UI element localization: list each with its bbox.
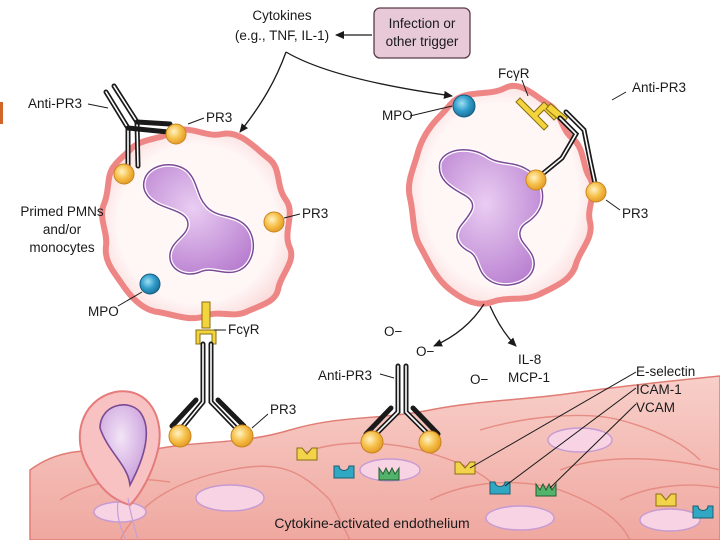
- fcgr-right-label: FcγR: [498, 66, 530, 81]
- anti-pr3-antibody-left: [103, 83, 173, 169]
- slide-accent-bar: [0, 102, 3, 124]
- pr3-dot: [585, 181, 607, 203]
- pr3-dot: [525, 169, 547, 191]
- o-minus-label-3: O−: [470, 372, 489, 387]
- trigger-label-line2: other trigger: [386, 34, 459, 49]
- mcp1-label: MCP-1: [508, 370, 550, 385]
- arrow-to-o-minus: [433, 303, 485, 347]
- arrow-cytokines-to-left-cell: [239, 51, 287, 133]
- anti-pr3-left-label: Anti-PR3: [28, 96, 82, 111]
- adhesion-molecules: [296, 447, 714, 519]
- anti-pr3-center-label: Anti-PR3: [318, 368, 372, 383]
- pr3-dot: [113, 163, 135, 185]
- o-minus-label-2: O−: [416, 344, 435, 359]
- pr3-dot: [263, 211, 285, 233]
- anti-pr3-antibody-bottom: [169, 341, 247, 433]
- mpo-left-label: MPO: [88, 304, 119, 319]
- mpo-right-label: MPO: [382, 108, 413, 123]
- e-selectin-label: E-selectin: [636, 364, 695, 379]
- fcgr-left-label: FcγR: [228, 322, 260, 337]
- activated-pmn-cell: [406, 83, 596, 307]
- arrow-cytokines-to-right-cell: [285, 51, 453, 99]
- primed-cells-label-line3: monocytes: [29, 240, 95, 255]
- pr3-dot: [360, 430, 384, 454]
- mpo-granules: [139, 94, 476, 295]
- endothelium-caption: Cytokine-activated endothelium: [274, 515, 469, 531]
- pr3-dot: [418, 430, 442, 454]
- arrow-to-il8: [489, 305, 517, 347]
- il8-label: IL-8: [518, 352, 541, 367]
- primed-pmn-cell: [99, 126, 295, 322]
- primed-cells-label-line2: and/or: [43, 222, 82, 237]
- trigger-label-line1: Infection or: [389, 16, 456, 31]
- anti-pr3-antibody-center: [363, 363, 441, 441]
- primed-cells-label-line1: Primed PMNs: [20, 204, 104, 219]
- icam1-label: ICAM-1: [636, 382, 682, 397]
- o-minus-label-1: O−: [384, 324, 403, 339]
- anti-pr3-antibody-right: [537, 109, 599, 191]
- mpo-dot: [139, 273, 161, 295]
- anti-pr3-right-label: Anti-PR3: [632, 80, 686, 95]
- vcam-label: VCAM: [636, 400, 675, 415]
- pr3-left-top-label: PR3: [206, 110, 232, 125]
- pr3-bottom-label: PR3: [270, 402, 296, 417]
- pr3-dot: [230, 424, 254, 448]
- endothelial-nuclei: [93, 427, 701, 532]
- icam1-molecule: [333, 465, 714, 519]
- leader-lines: [87, 79, 637, 489]
- trigger-box: Infection or other trigger: [373, 7, 471, 59]
- cytokines-examples-label: (e.g., TNF, IL-1): [235, 28, 329, 43]
- e-selectin-molecule: [296, 447, 677, 507]
- pr3-right-label: PR3: [622, 206, 648, 221]
- fc-receptor-left: [195, 301, 217, 345]
- pr3-left-right-label: PR3: [302, 206, 328, 221]
- pr3-dot: [168, 424, 192, 448]
- pr3-antigens: [113, 123, 607, 454]
- cytokines-label: Cytokines: [252, 8, 312, 23]
- pr3-dot: [165, 123, 187, 145]
- transmigrating-cell: [78, 390, 161, 540]
- mpo-dot: [452, 94, 476, 118]
- arrows: [239, 31, 517, 347]
